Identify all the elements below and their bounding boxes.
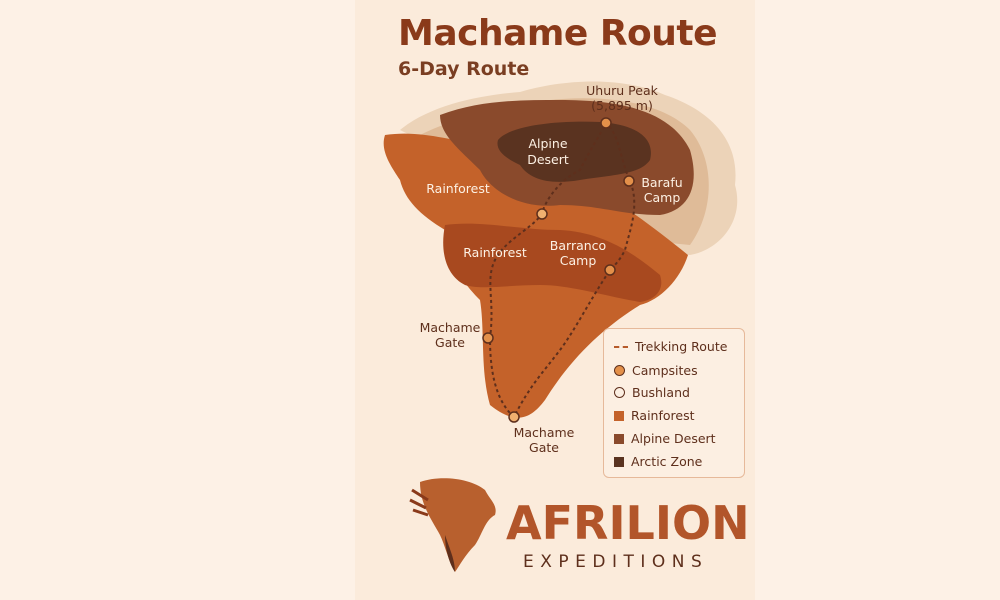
legend-item: Trekking Route: [614, 339, 727, 354]
legend-label: Bushland: [632, 385, 690, 400]
legend-label: Trekking Route: [635, 339, 728, 354]
peak-altitude: (5,895 m): [591, 98, 653, 113]
legend-label: Rainforest: [631, 408, 695, 423]
zone-label: Desert: [527, 152, 569, 167]
route-line-icon: [614, 345, 628, 348]
camp-label: Camp: [644, 190, 681, 205]
legend-item: Campsites: [614, 363, 698, 378]
arctic-zone: [497, 121, 651, 182]
zone-label: Rainforest: [426, 181, 490, 196]
page-title: Machame Route: [398, 13, 718, 54]
arctic-swatch: [614, 456, 624, 467]
subtitle: 6-Day Route: [398, 58, 530, 80]
brand-name: AFRILION: [506, 496, 750, 550]
camp-label: Barranco: [550, 238, 606, 253]
peak-label: Uhuru Peak: [586, 83, 658, 98]
legend-label: Campsites: [632, 363, 698, 378]
legend-item: Rainforest: [614, 408, 694, 423]
camp-label: Barafu: [641, 175, 682, 190]
zone-label: Rainforest: [463, 245, 527, 260]
campsite-marker: [536, 208, 548, 220]
rainforest-dark-zone: [443, 223, 662, 302]
camp-label: Camp: [560, 253, 597, 268]
campsite-marker: [508, 411, 520, 423]
legend-label: Alpine Desert: [631, 431, 716, 446]
bushland-icon: [614, 387, 625, 398]
lion-africa-logo: [409, 478, 496, 572]
campsite-marker: [623, 175, 635, 187]
gate-label: Gate: [529, 440, 559, 455]
alpine-swatch: [614, 433, 624, 444]
gate-label: Machame: [514, 425, 575, 440]
legend-label: Arctic Zone: [631, 454, 703, 469]
campsite-marker: [482, 332, 494, 344]
legend-item: Alpine Desert: [614, 431, 716, 446]
map-legend: Trekking Route Campsites Bushland Rainfo…: [603, 328, 745, 478]
rainforest-swatch: [614, 410, 624, 421]
gate-label: Machame: [420, 320, 481, 335]
zone-label: Alpine: [528, 136, 567, 151]
legend-item: Bushland: [614, 385, 690, 400]
gate-label: Gate: [435, 335, 465, 350]
brand-tagline: EXPEDITIONS: [523, 552, 709, 572]
legend-item: Arctic Zone: [614, 454, 702, 469]
campsite-icon: [614, 365, 625, 376]
campsite-marker: [600, 117, 612, 129]
campsite-marker: [604, 264, 616, 276]
